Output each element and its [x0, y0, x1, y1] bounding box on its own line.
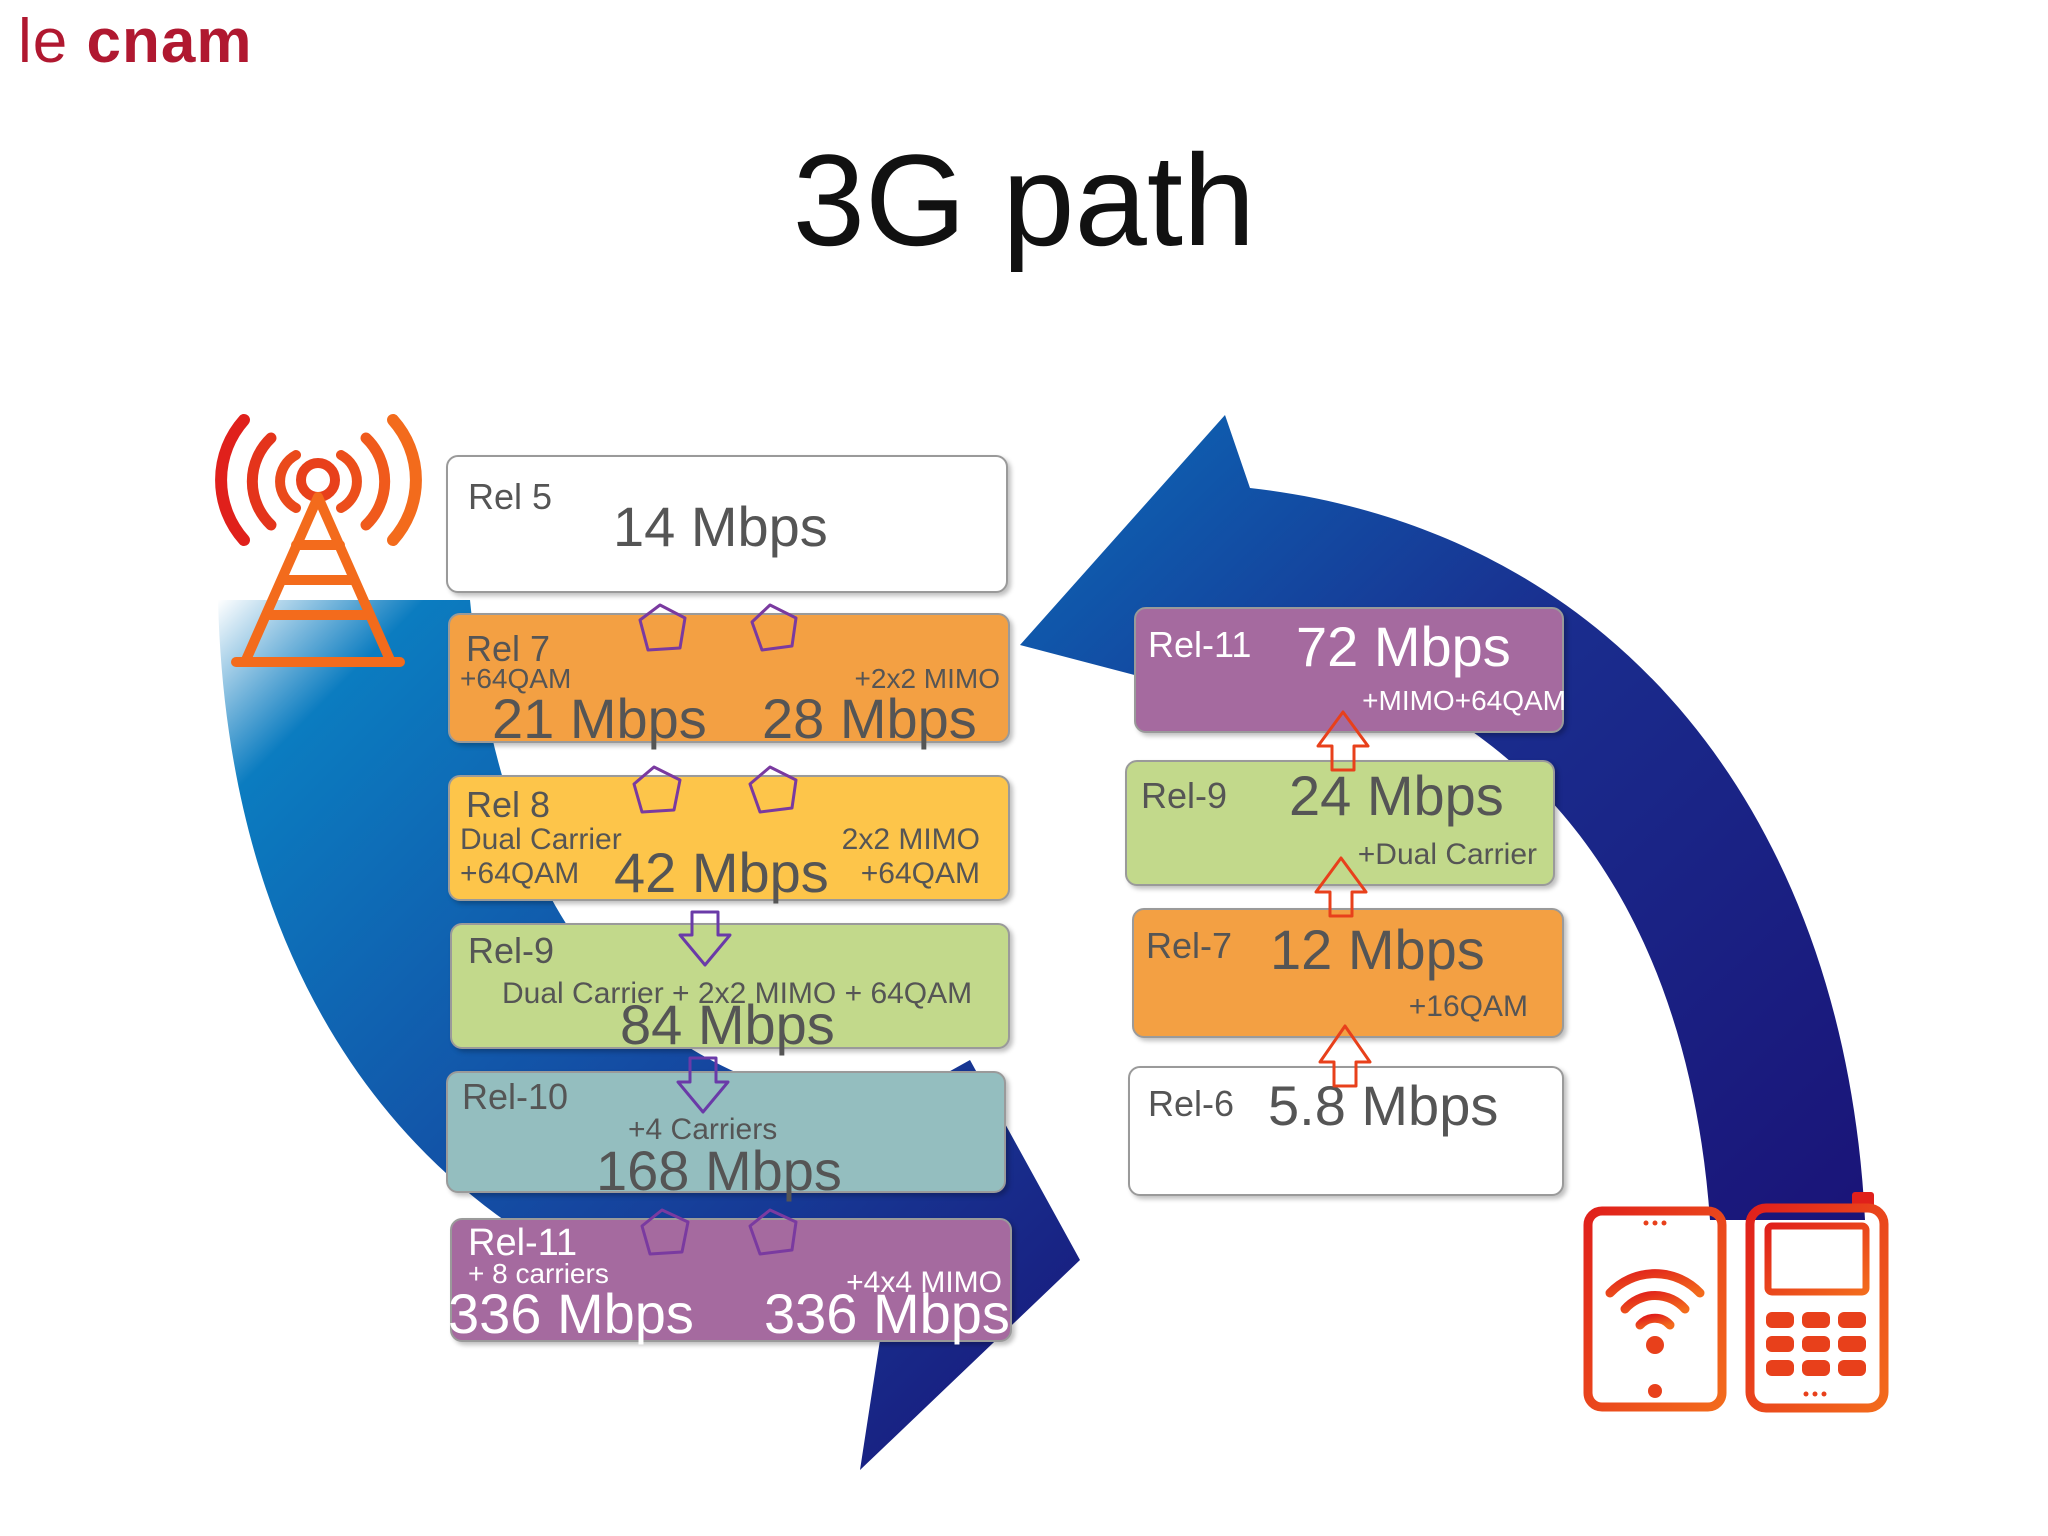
logo-cnam: cnam	[86, 7, 253, 76]
rel7-right-release-label: Rel-7	[1146, 925, 1233, 966]
rel7-box: Rel 7 +64QAM +2x2 MIMO 21 Mbps 28 Mbps	[448, 613, 1010, 747]
page-title: 3G path	[792, 127, 1256, 273]
rel7-right-box: Rel-7 12 Mbps +16QAM	[1132, 908, 1564, 1038]
arrow-rel10-to-rel11-left	[640, 1208, 690, 1256]
feature-phone-icon	[1745, 1192, 1889, 1413]
rel11-right-release-label: Rel-11	[1148, 624, 1252, 665]
rel5-box: Rel 5 14 Mbps	[446, 455, 1008, 593]
rel7-right-feature: +16QAM	[1408, 990, 1528, 1023]
rel11-left-box: Rel-11 + 8 carriers +4x4 MIMO 336 Mbps 3…	[448, 1218, 1012, 1345]
rel7-right-feature: +2x2 MIMO	[854, 663, 1000, 694]
smartphone-wifi-icon	[1583, 1206, 1727, 1412]
rel11-right-speed-value: 72 Mbps	[1296, 615, 1511, 678]
rel9-release-label: Rel-9	[468, 930, 555, 971]
rel9-right-speed: 24 Mbps	[1289, 764, 1504, 827]
arrow-rel7-to-rel8-left	[632, 765, 682, 814]
rel7-release-label: Rel 7	[466, 628, 551, 669]
rel10-speed: 168 Mbps	[596, 1139, 842, 1202]
rel8-speed: 42 Mbps	[614, 841, 829, 904]
rel6-speed: 5.8 Mbps	[1268, 1074, 1499, 1137]
cell-tower-icon	[215, 414, 422, 667]
rel8-left-feature-1: Dual Carrier	[460, 823, 622, 856]
rel7-left-feature: +64QAM	[460, 663, 572, 694]
rel9-feature: Dual Carrier + 2x2 MIMO + 64QAM	[502, 977, 973, 1010]
rel6-release-label: Rel-6	[1148, 1083, 1235, 1124]
rel8-right-feature-1: 2x2 MIMO	[841, 823, 980, 856]
rel7-right-speed: 12 Mbps	[1270, 918, 1485, 981]
rel8-right-feature-2: +64QAM	[860, 857, 980, 890]
rel10-feature: +4 Carriers	[628, 1113, 778, 1146]
rel6-box: Rel-6 5.8 Mbps	[1128, 1066, 1564, 1196]
arrow-rel10-to-rel11-right	[748, 1208, 798, 1256]
rel11-left-release-label: Rel-11	[468, 1222, 578, 1264]
rel9-right-feature: +Dual Carrier	[1357, 838, 1537, 871]
logo-le: le	[18, 7, 69, 76]
rel7-right-speed: 28 Mbps	[762, 687, 977, 750]
arrow-rel7-to-rel9	[1314, 856, 1368, 918]
rel11-right-feature-label: +MIMO+64QAM	[1362, 685, 1566, 716]
rel11-left-feature: + 8 carriers	[468, 1258, 609, 1289]
arrow-rel8-to-rel9	[678, 910, 732, 967]
rel10-box: Rel-10 +4 Carriers 168 Mbps	[446, 1071, 1006, 1199]
arrow-rel5-to-rel7-right	[750, 603, 798, 652]
arrow-rel9-to-rel10	[676, 1056, 730, 1114]
rel11-right-speed: 336 Mbps	[764, 1282, 1010, 1345]
arrow-rel6-to-rel7	[1318, 1024, 1372, 1088]
arrow-rel9-to-rel11	[1316, 710, 1370, 772]
cnam-logo: le cnam	[18, 6, 252, 77]
rel8-release-label: Rel 8	[466, 784, 551, 825]
rel11-right-box: Rel-11 72 Mbps +MIMO+64QAM	[1134, 607, 1566, 733]
rel8-left-feature-2: +64QAM	[460, 857, 580, 890]
rel11-left-speed: 336 Mbps	[448, 1282, 694, 1345]
rel10-release-label: Rel-10	[462, 1076, 569, 1117]
rel9-right-box: Rel-9 24 Mbps +Dual Carrier	[1125, 760, 1555, 886]
rel11-right-feature: +4x4 MIMO	[846, 1266, 1002, 1299]
rel5-release-label: Rel 5	[468, 476, 553, 517]
arrow-rel5-to-rel7-left	[638, 603, 687, 652]
arrow-rel7-to-rel8-right	[748, 765, 798, 814]
rel7-left-speed: 21 Mbps	[492, 687, 707, 750]
rel9-box: Rel-9 Dual Carrier + 2x2 MIMO + 64QAM 84…	[450, 923, 1010, 1053]
rel9-right-release-label: Rel-9	[1141, 775, 1228, 816]
rel8-box: Rel 8 Dual Carrier +64QAM 42 Mbps 2x2 MI…	[448, 775, 1010, 901]
rel9-speed: 84 Mbps	[620, 993, 835, 1056]
rel5-speed: 14 Mbps	[613, 495, 828, 558]
